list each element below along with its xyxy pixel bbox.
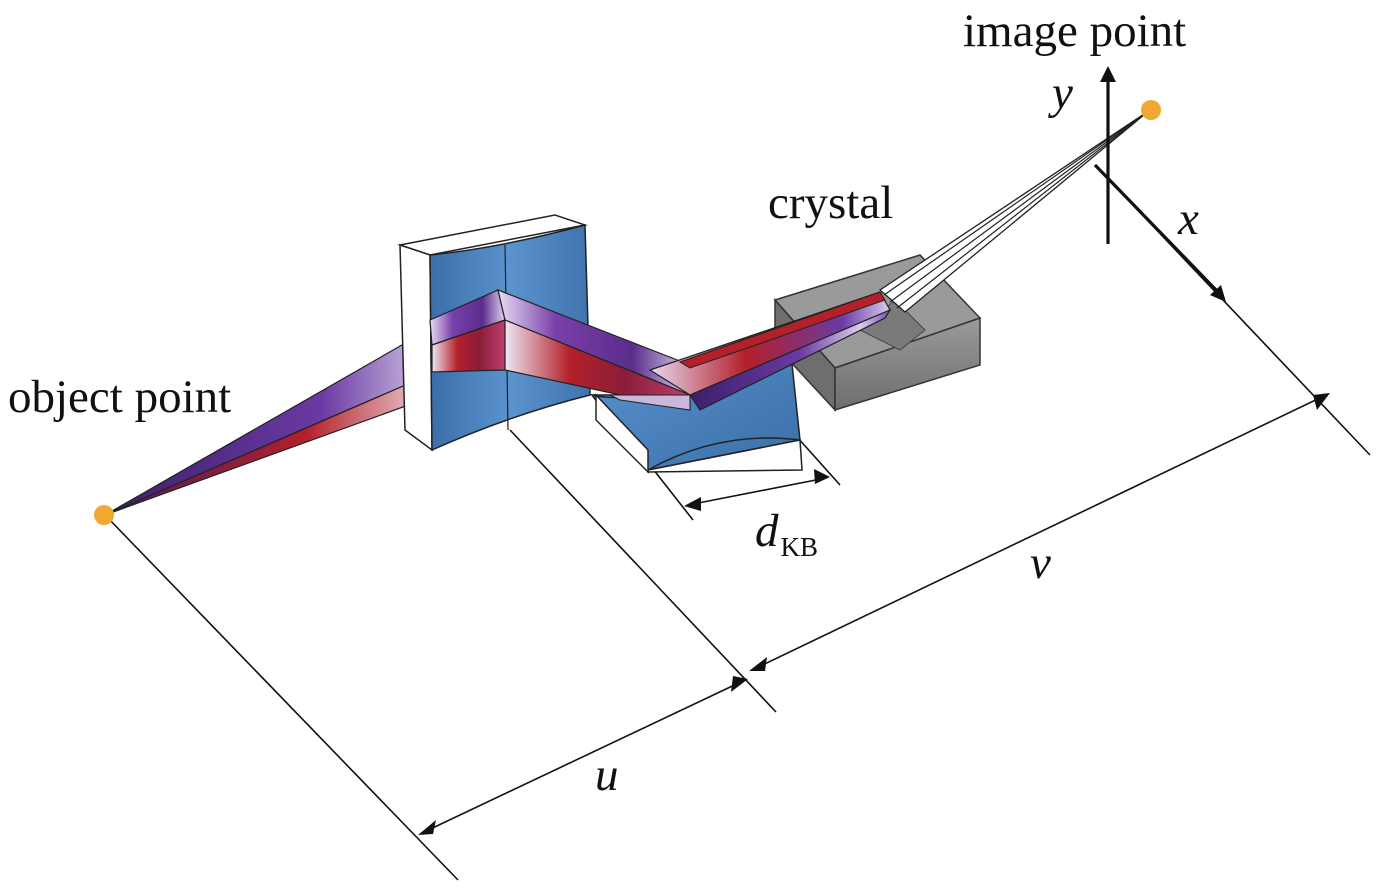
object-point-label: object point bbox=[8, 371, 232, 423]
object-point-dot bbox=[94, 505, 114, 525]
beam-segment-2 bbox=[497, 289, 691, 411]
u-arrow-left bbox=[418, 820, 436, 835]
x-axis-arrowhead bbox=[1210, 285, 1226, 302]
v-arrow-left bbox=[749, 657, 767, 671]
x-axis-label: x bbox=[1178, 193, 1199, 245]
v-dimension-line bbox=[751, 394, 1327, 671]
v-label: v bbox=[1030, 537, 1051, 589]
dkb-subscript: KB bbox=[780, 532, 819, 562]
object-extension-line bbox=[104, 514, 459, 881]
dkb-label: dKB bbox=[755, 508, 818, 561]
dimension-lines bbox=[104, 164, 1371, 881]
image-axes bbox=[1093, 66, 1226, 302]
y-axis-label: y bbox=[1052, 67, 1073, 119]
u-label: u bbox=[595, 749, 619, 801]
v-arrow-right bbox=[1313, 393, 1330, 410]
y-axis-arrowhead bbox=[1100, 66, 1116, 82]
crystal-label: crystal bbox=[768, 177, 894, 229]
dkb-arrow-left bbox=[684, 497, 701, 511]
dimension-arrowheads bbox=[418, 393, 1330, 835]
dkb-dimension-line bbox=[687, 477, 827, 506]
u-arrow-right bbox=[731, 676, 748, 692]
beam-segment-3 bbox=[648, 291, 892, 411]
u-dimension-line bbox=[421, 679, 746, 834]
dkb-main: d bbox=[755, 505, 779, 557]
mirror1-extension-line bbox=[509, 429, 777, 713]
dkb-arrow-right bbox=[814, 469, 830, 484]
image-point-label: image point bbox=[963, 5, 1187, 57]
x-axis-line bbox=[1093, 163, 1220, 294]
image-point-dot bbox=[1141, 100, 1161, 120]
